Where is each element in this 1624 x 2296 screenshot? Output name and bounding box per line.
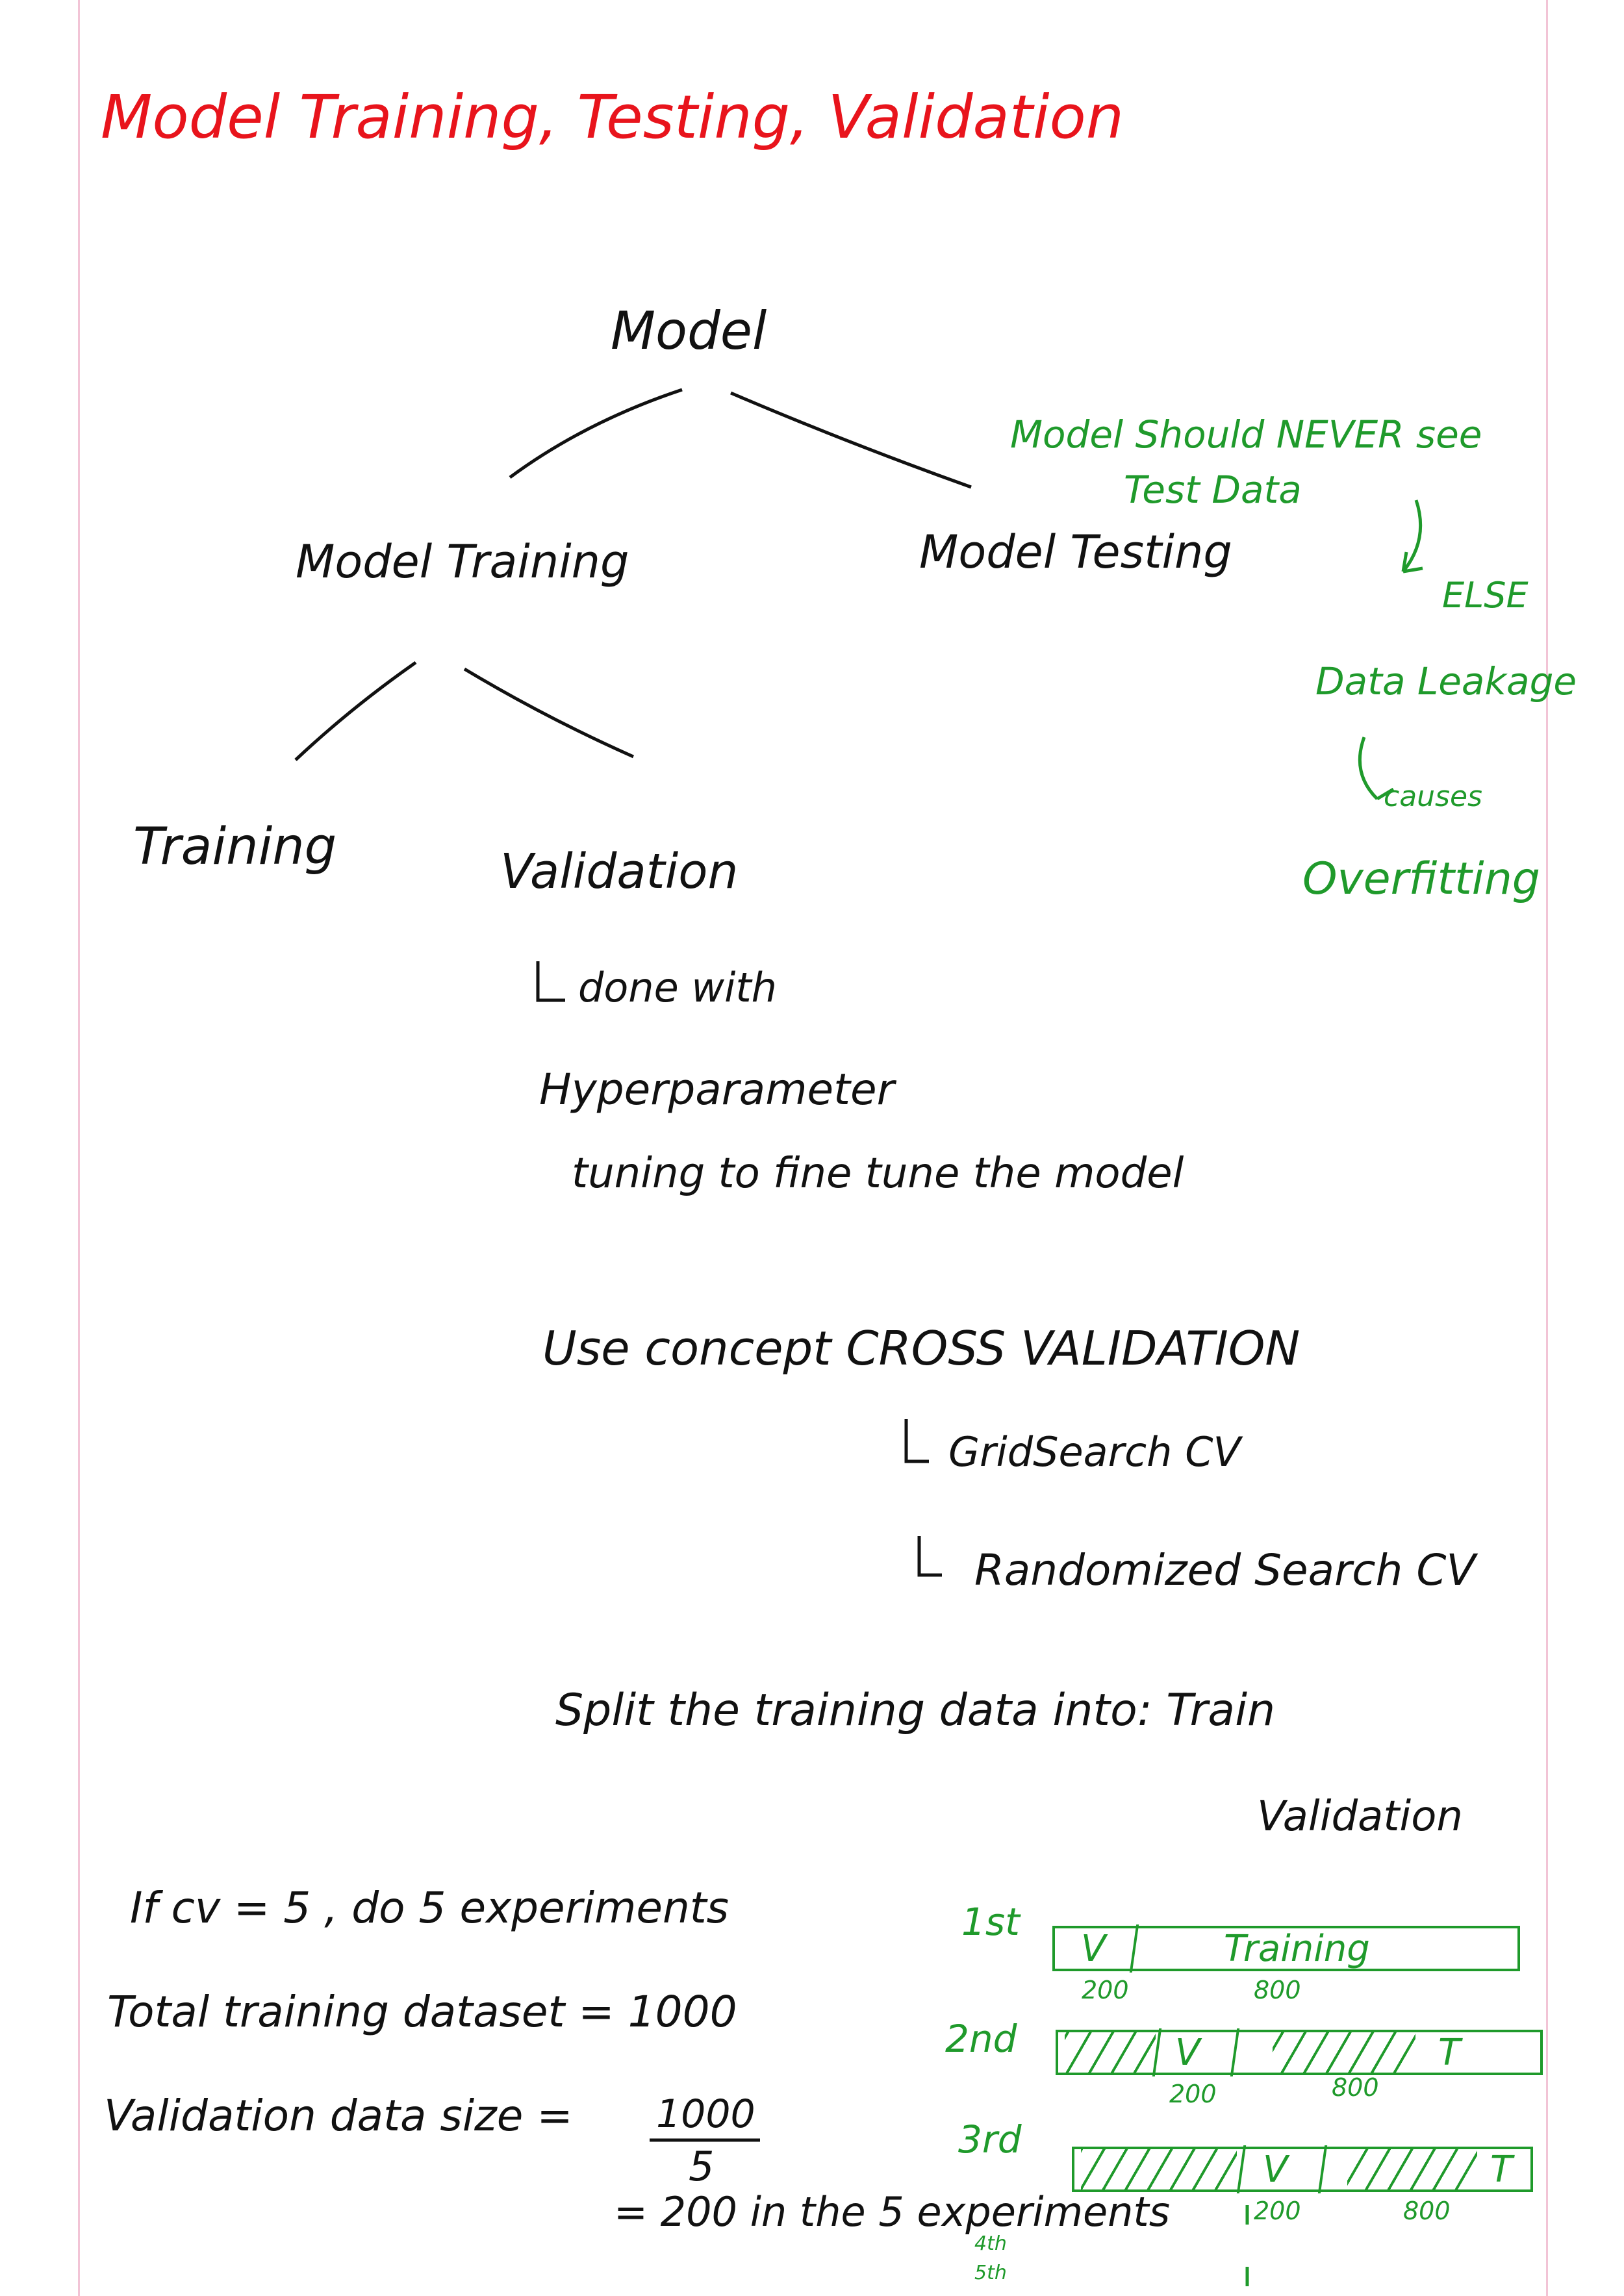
fold1-training: Training <box>1224 1928 1370 1970</box>
tree-leaf-training: Training <box>133 818 337 876</box>
fold-label-4th: 4th <box>974 2232 1007 2255</box>
fold3-sep-a <box>1236 2145 1247 2193</box>
side-note-else: ELSE <box>1442 575 1529 616</box>
fold-bar-2nd: V T <box>1056 2028 1543 2076</box>
fold3-train-size: 800 <box>1403 2197 1451 2225</box>
fold1-v-size: 200 <box>1082 1976 1129 2004</box>
validation-note-line1: done with <box>578 964 777 1011</box>
split-validation: Validation <box>1257 1793 1463 1841</box>
validation-note-line2: Hyperparameter <box>539 1065 894 1115</box>
right-margin-line <box>1546 0 1548 2296</box>
tree-root: Model <box>611 301 767 361</box>
fold2-hatch-b <box>1273 2032 1415 2073</box>
fold-label-5th: 5th <box>974 2262 1007 2284</box>
cv-example-line4: = 200 in the 5 experiments <box>614 2188 1171 2236</box>
fold-bar-3rd: V T <box>1072 2145 1533 2193</box>
fold3-hatch-a <box>1081 2149 1237 2189</box>
fold2-v: V <box>1175 2032 1200 2074</box>
left-margin-line <box>78 0 80 2296</box>
cross-validation-heading: Use concept CROSS VALIDATION <box>542 1321 1300 1376</box>
fold1-v: V <box>1081 1928 1106 1970</box>
fold3-hatch-b <box>1347 2149 1477 2189</box>
fold-label-3rd: 3rd <box>958 2117 1022 2162</box>
cv-example-line2: Total training dataset = 1000 <box>107 1987 737 2037</box>
fold3-v: V <box>1263 2149 1288 2191</box>
fold-bar-1st: V Training <box>1052 1924 1520 1973</box>
tree-left-node: Model Training <box>296 535 629 588</box>
split-line: Split the training data into: Train <box>555 1685 1276 1736</box>
side-note-result: Overfitting <box>1302 853 1540 905</box>
tree-right-node: Model Testing <box>919 525 1232 579</box>
fraction-denominator: 5 <box>689 2143 715 2190</box>
fold3-v-size: 200 <box>1254 2197 1301 2225</box>
fold1-train-size: 800 <box>1254 1976 1301 2004</box>
fold2-train-size: 800 <box>1332 2073 1379 2102</box>
fold1-sep-a <box>1129 1924 1139 1973</box>
cv-method-gridsearch: GridSearch CV <box>948 1428 1241 1476</box>
side-note-causes: causes <box>1384 780 1482 813</box>
side-note-line2: Test Data <box>1124 468 1302 512</box>
side-note-line1: Model Should NEVER see <box>1010 412 1482 457</box>
fold2-sep-b <box>1230 2028 1240 2076</box>
fold2-v-size: 200 <box>1169 2080 1217 2108</box>
fold-label-2nd: 2nd <box>945 2017 1017 2061</box>
tree-leaf-validation: Validation <box>500 844 739 900</box>
fold3-sep-b <box>1317 2145 1328 2193</box>
fold2-t: T <box>1438 2032 1461 2074</box>
fraction-numerator: 1000 <box>656 2091 755 2137</box>
cv-method-randomized: Randomized Search CV <box>974 1545 1476 1595</box>
fold-label-1st: 1st <box>961 1900 1020 1944</box>
side-note-leakage: Data Leakage <box>1315 659 1577 703</box>
cv-example-line3: Validation data size = <box>104 2091 573 2141</box>
validation-note-line3: tuning to fine tune the model <box>572 1150 1184 1198</box>
fold2-hatch-a <box>1065 2032 1156 2073</box>
fold3-t: T <box>1490 2149 1513 2191</box>
cv-example-line1: If cv = 5 , do 5 experiments <box>130 1883 730 1933</box>
page-title: Model Training, Testing, Validation <box>101 82 1124 152</box>
